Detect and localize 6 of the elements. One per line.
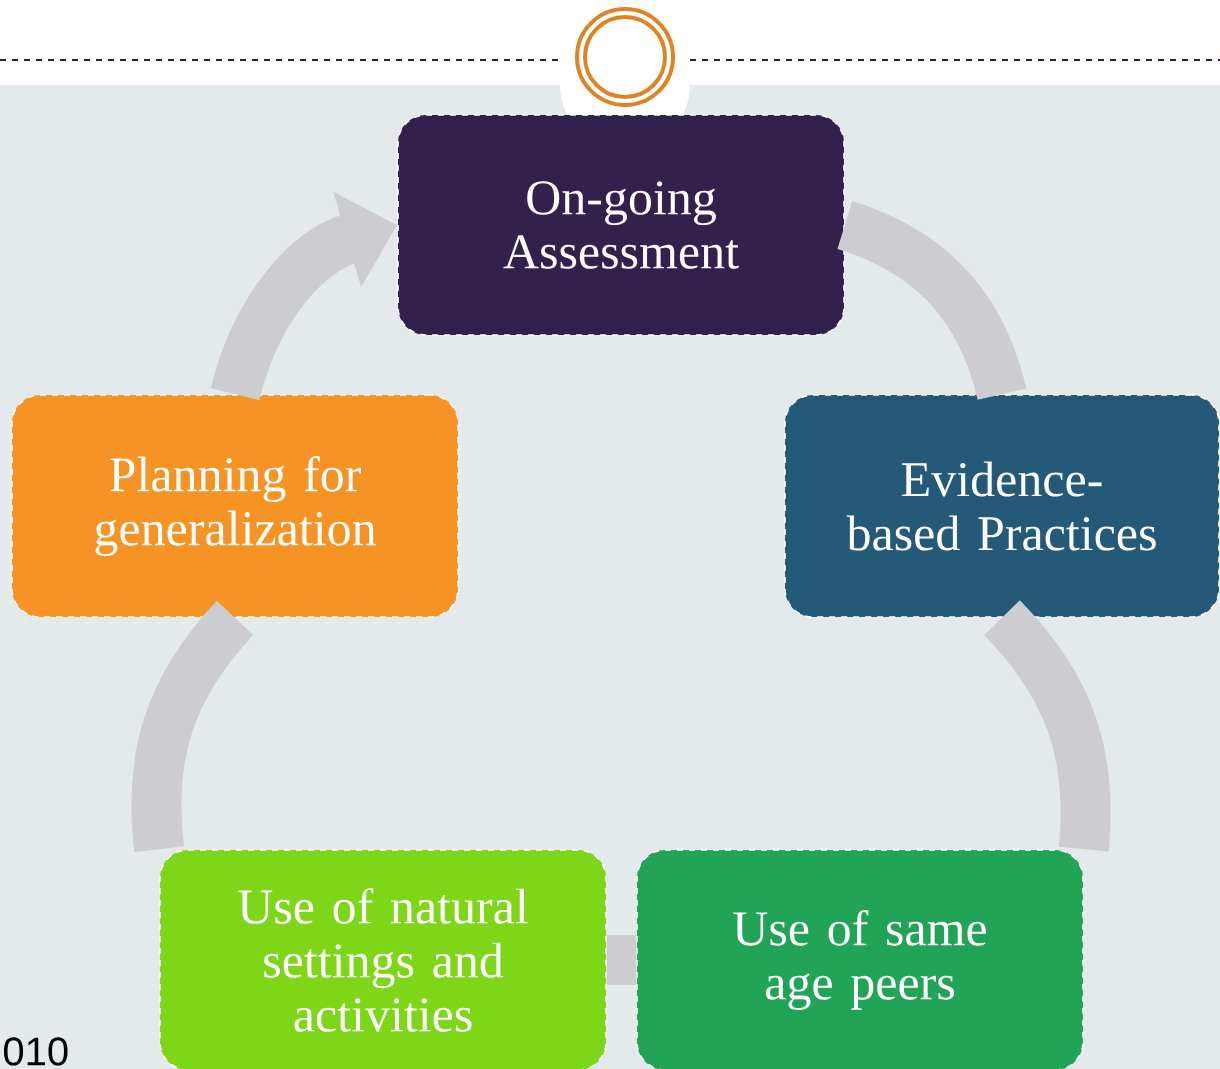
process-box: Use of natural settings and activities	[159, 849, 607, 1069]
page-number: 010	[4, 1037, 68, 1066]
process-box: On-going Assessment	[397, 114, 845, 336]
process-box: Evidence-based Practices	[784, 394, 1220, 618]
process-box: Planning for generalization	[11, 394, 459, 618]
process-box: Use of same age peers	[636, 849, 1084, 1069]
